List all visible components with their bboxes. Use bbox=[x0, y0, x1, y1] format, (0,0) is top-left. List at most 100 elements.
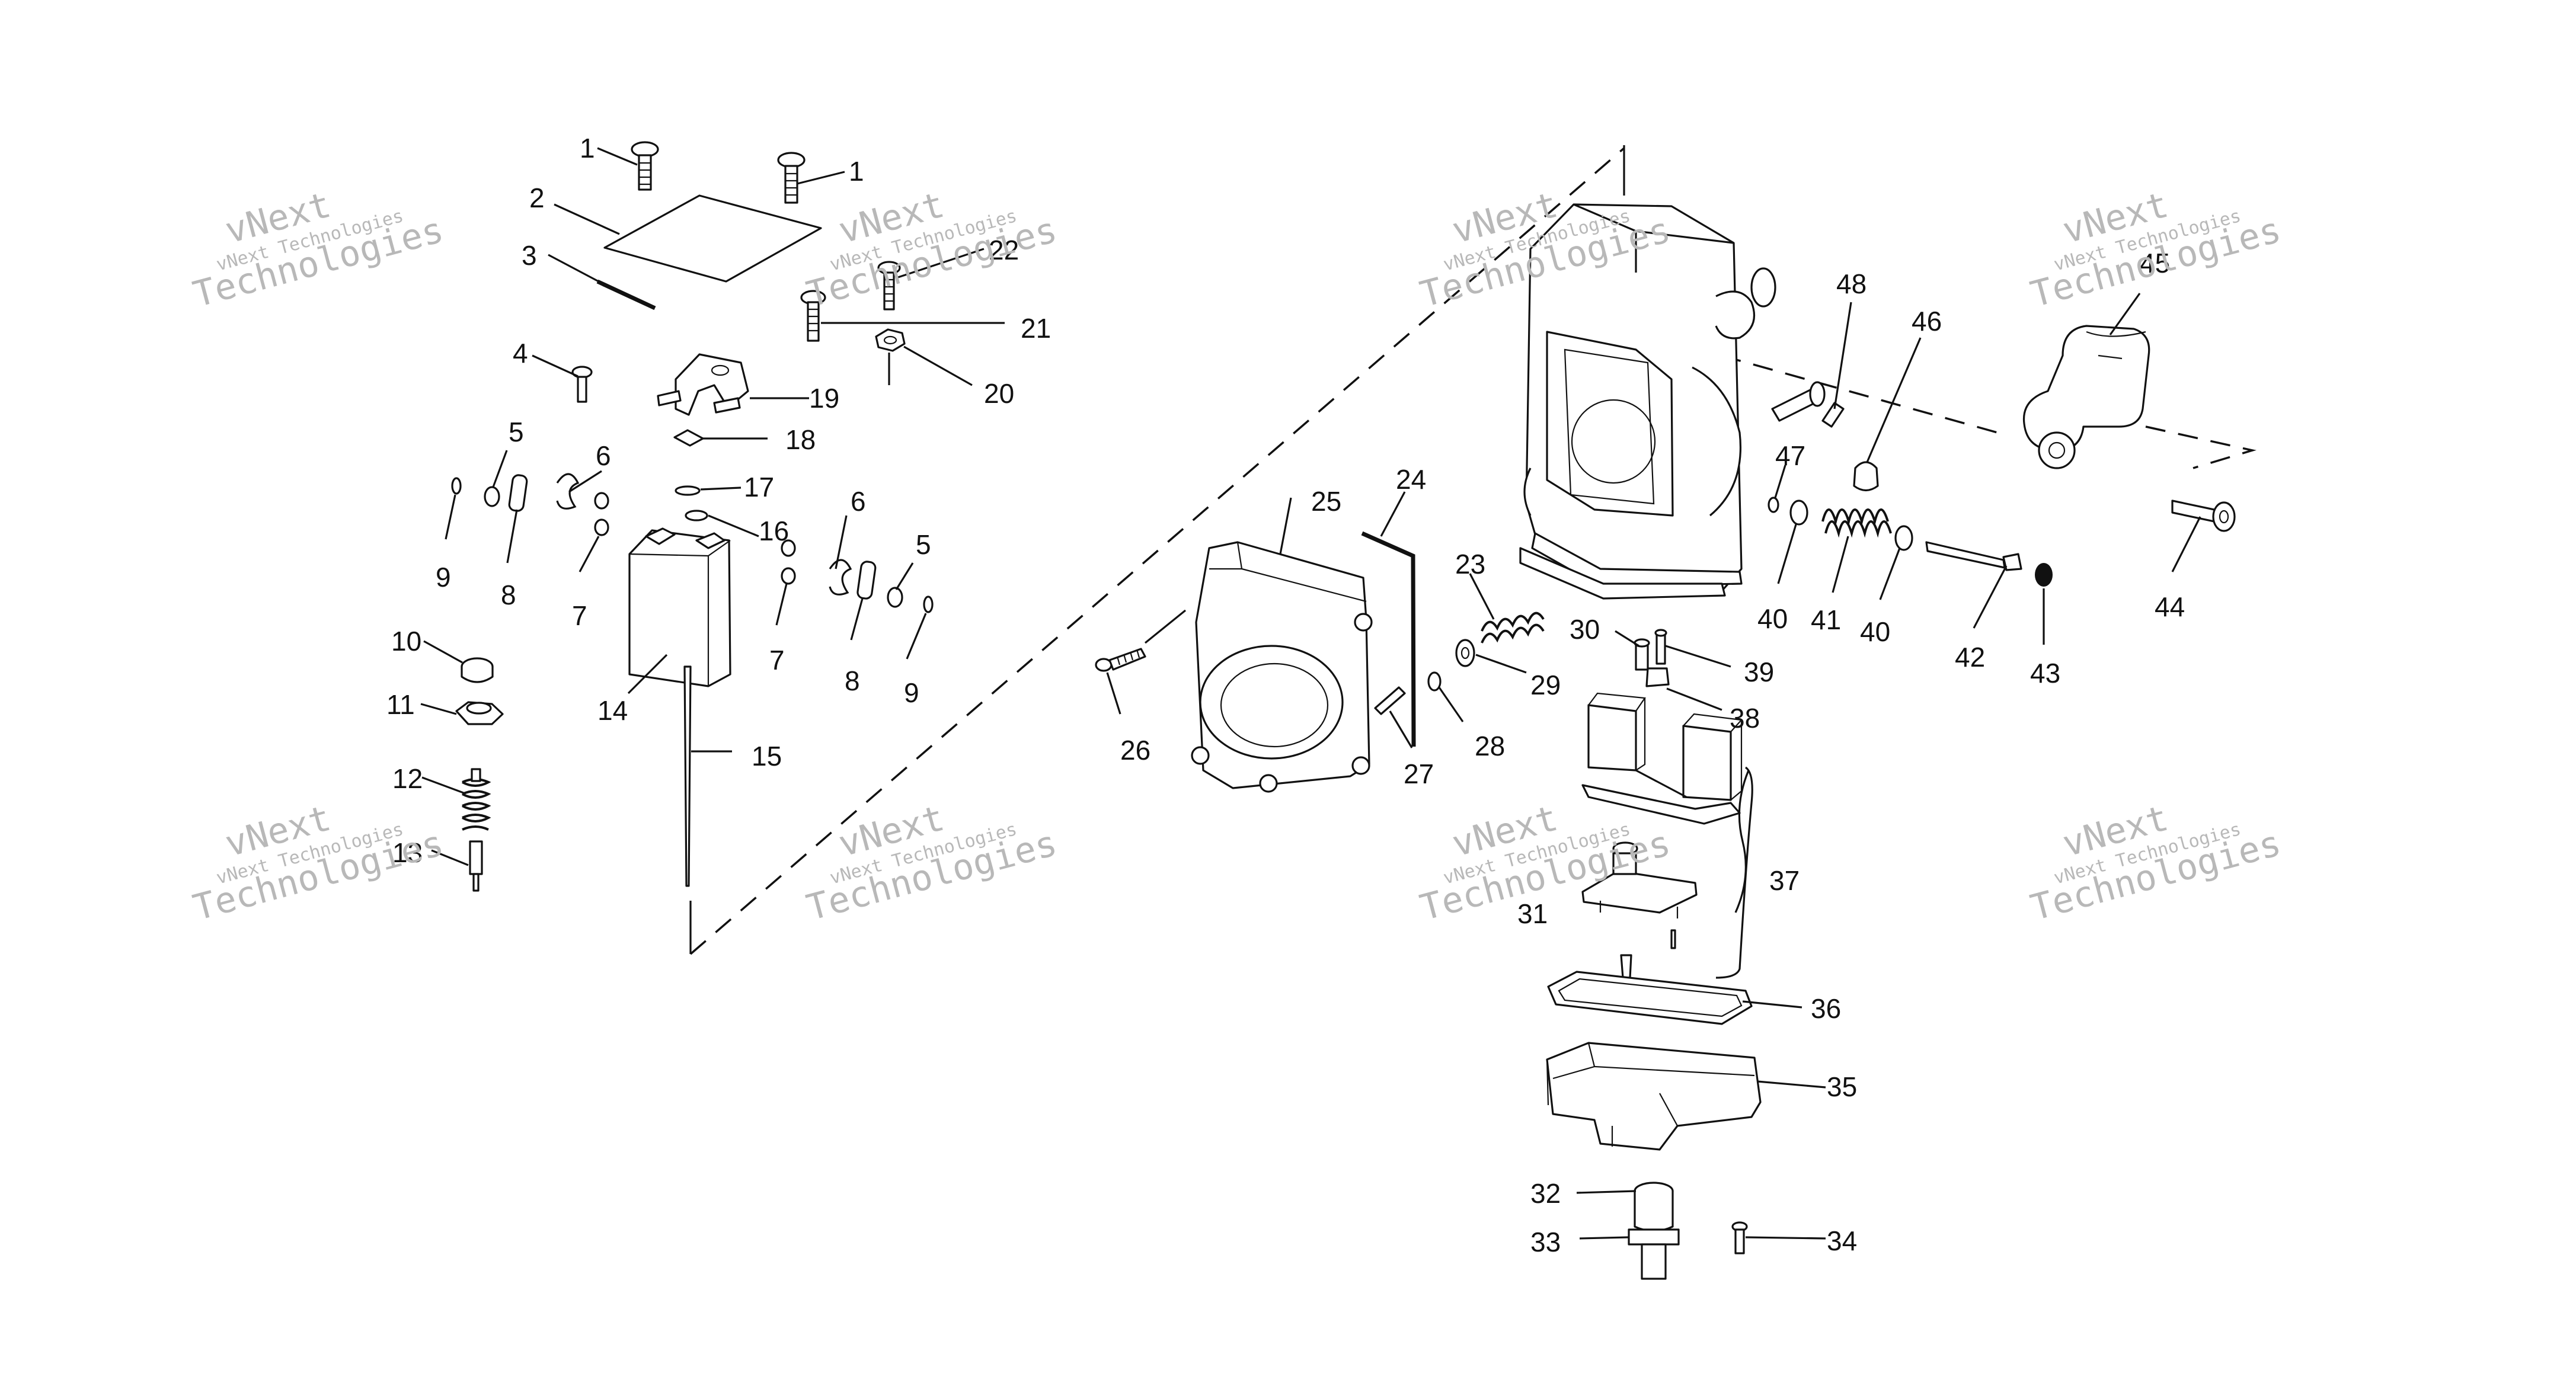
callout-34: 34 bbox=[1827, 1225, 1857, 1256]
washer-part-29 bbox=[1455, 639, 1475, 667]
center-parts-group bbox=[1095, 203, 1776, 1280]
throttle-slide-part-14 bbox=[628, 527, 731, 687]
callout-42: 42 bbox=[1955, 642, 1985, 673]
callout-7b: 7 bbox=[769, 645, 785, 676]
callout-5b: 5 bbox=[916, 529, 931, 560]
callout-16: 16 bbox=[759, 516, 789, 546]
callout-8a: 8 bbox=[501, 580, 516, 610]
callout-22: 22 bbox=[989, 235, 1019, 265]
callout-31: 31 bbox=[1517, 898, 1548, 929]
washer-part-47 bbox=[1768, 497, 1779, 513]
watermark-8: vNext vNext Technologies Technologies bbox=[2027, 798, 2286, 929]
plunger-part-42 bbox=[1925, 541, 2022, 571]
callout-43: 43 bbox=[2030, 658, 2060, 689]
link-part-8a bbox=[508, 474, 528, 512]
callout-15: 15 bbox=[752, 741, 782, 772]
nut-part-11 bbox=[455, 701, 504, 725]
ring-part-16 bbox=[685, 510, 708, 521]
callout-27: 27 bbox=[1404, 758, 1434, 789]
callout-41: 41 bbox=[1811, 604, 1841, 635]
fitting-part-48 bbox=[1771, 381, 1845, 428]
callout-9a: 9 bbox=[436, 562, 451, 593]
callout-8b: 8 bbox=[845, 665, 860, 696]
cap-part-10 bbox=[461, 657, 494, 683]
insulator-flange-part-25 bbox=[1191, 541, 1373, 793]
callout-44: 44 bbox=[2155, 591, 2185, 622]
float-bowl-part-35 bbox=[1546, 1042, 1762, 1151]
screw-part-4 bbox=[571, 366, 593, 403]
callout-25: 25 bbox=[1311, 486, 1341, 517]
callout-20: 20 bbox=[984, 378, 1014, 409]
link-part-8b bbox=[856, 561, 877, 600]
washer-part-40a bbox=[1789, 500, 1808, 526]
cover-plate-part-2 bbox=[603, 194, 822, 283]
watermark-2: vNext vNext Technologies Technologies bbox=[803, 184, 1062, 316]
spring-clip-part-6b bbox=[829, 559, 852, 596]
screw-part-34 bbox=[1731, 1221, 1748, 1254]
left-parts-group bbox=[451, 141, 934, 892]
callout-23: 23 bbox=[1455, 549, 1485, 580]
callout-19: 19 bbox=[809, 383, 839, 414]
callout-26: 26 bbox=[1120, 735, 1150, 766]
callout-39: 39 bbox=[1744, 657, 1774, 687]
callout-33: 33 bbox=[1530, 1227, 1561, 1257]
float-part-37 bbox=[1581, 692, 1743, 825]
callout-45: 45 bbox=[2140, 248, 2170, 279]
callout-4: 4 bbox=[513, 338, 528, 369]
pilot-screw-part-27 bbox=[1374, 686, 1406, 715]
screw-part-21 bbox=[800, 290, 826, 342]
spring-part-41 bbox=[1821, 508, 1892, 538]
bushing-part-7a bbox=[594, 492, 609, 536]
callout-13: 13 bbox=[392, 837, 423, 868]
right-parts-group bbox=[1768, 325, 2236, 587]
callout-36: 36 bbox=[1811, 993, 1841, 1024]
callout-labels: 1 1 2 3 22 21 20 4 19 18 5 6 17 16 6 5 9… bbox=[386, 133, 2185, 1257]
screw-part-1b bbox=[777, 152, 806, 204]
ball-part-43 bbox=[2035, 563, 2053, 587]
leader-lines bbox=[420, 147, 2201, 1240]
callout-30: 30 bbox=[1570, 614, 1600, 645]
callout-37: 37 bbox=[1769, 865, 1800, 896]
plunger-part-13 bbox=[469, 840, 483, 892]
washer-part-5a bbox=[484, 486, 500, 507]
needle-part-15 bbox=[683, 665, 692, 887]
callout-14: 14 bbox=[597, 695, 628, 726]
jet-part-39 bbox=[1654, 629, 1667, 665]
callout-38: 38 bbox=[1730, 703, 1760, 734]
bracket-part-19 bbox=[657, 353, 749, 416]
gasket-part-36 bbox=[1547, 971, 1753, 1025]
watermark-6: vNext vNext Technologies Technologies bbox=[803, 798, 1062, 929]
callout-35: 35 bbox=[1827, 1071, 1857, 1102]
watermark-4: vNext vNext Technologies Technologies bbox=[2027, 184, 2286, 316]
spring-part-12 bbox=[462, 768, 491, 831]
callout-2: 2 bbox=[529, 183, 545, 213]
watermark-5: vNext vNext Technologies Technologies bbox=[189, 798, 448, 929]
callout-46: 46 bbox=[1912, 306, 1942, 337]
eclip-part-9a bbox=[451, 477, 462, 495]
screw-part-26 bbox=[1095, 648, 1146, 672]
callout-6a: 6 bbox=[596, 440, 611, 471]
ring-part-17 bbox=[675, 485, 701, 496]
screw-part-1a bbox=[631, 141, 659, 191]
watermark-1: vNext vNext Technologies Technologies bbox=[189, 184, 448, 316]
callout-1a: 1 bbox=[580, 133, 595, 164]
callout-17: 17 bbox=[744, 472, 774, 502]
washer-part-40b bbox=[1894, 525, 1913, 551]
callout-9b: 9 bbox=[904, 677, 919, 708]
callout-28: 28 bbox=[1475, 731, 1505, 761]
drain-plug-part-32 bbox=[1634, 1182, 1674, 1233]
callout-47: 47 bbox=[1775, 440, 1805, 471]
callout-6b: 6 bbox=[851, 486, 866, 517]
gasket-part-3 bbox=[596, 279, 656, 311]
oring-part-28 bbox=[1427, 671, 1442, 692]
screw-part-22 bbox=[877, 261, 901, 311]
callout-5a: 5 bbox=[509, 417, 524, 447]
callout-21: 21 bbox=[1021, 313, 1051, 344]
callout-40a: 40 bbox=[1757, 603, 1788, 634]
callout-40b: 40 bbox=[1860, 616, 1890, 647]
callout-7a: 7 bbox=[572, 600, 587, 631]
nut-part-20 bbox=[875, 328, 906, 352]
carburetor-body-part bbox=[1519, 203, 1776, 600]
callout-12: 12 bbox=[392, 763, 423, 794]
